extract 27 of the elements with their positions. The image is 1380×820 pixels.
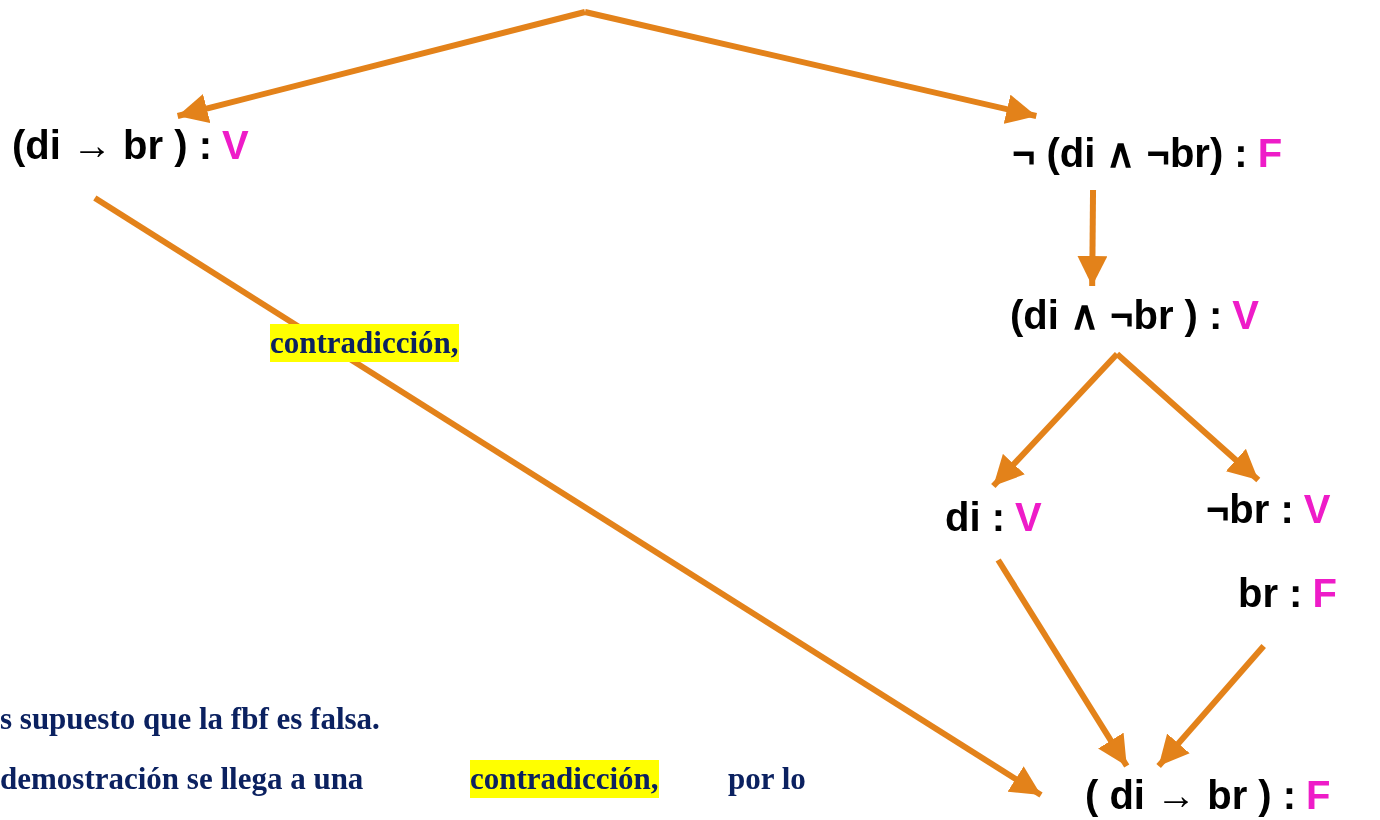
formula-text: di :	[945, 494, 1005, 540]
truth-value: F	[1306, 772, 1331, 818]
truth-value: F	[1312, 570, 1337, 616]
arrow	[1077, 189, 1108, 287]
arrow	[1115, 351, 1261, 483]
formula-text: ¬br :	[1206, 486, 1294, 532]
truth-value: V	[221, 122, 249, 168]
truth-value: V	[1015, 494, 1042, 540]
note-text: s supuesto que la fbf es falsa.	[0, 700, 380, 738]
arrow	[584, 9, 1037, 124]
formula-text: ( di → br ) :	[1085, 772, 1297, 818]
formula-text: ¬ (di ∧ ¬br) :	[1012, 130, 1248, 176]
truth-value: V	[1232, 292, 1259, 338]
formula-text: (di → br ) :	[12, 122, 212, 168]
formula-text: br :	[1238, 570, 1303, 616]
arrow	[991, 351, 1120, 489]
truth-value: F	[1257, 130, 1283, 176]
truth-value: V	[1303, 486, 1331, 532]
note-text: demostración se llega a una	[0, 760, 364, 798]
note-text: por lo	[728, 760, 806, 798]
highlighted-text: contradicción,	[470, 760, 659, 798]
arrow	[93, 195, 1043, 798]
arrow	[176, 9, 586, 124]
arrow	[995, 558, 1130, 768]
edge-label: contradicción,	[270, 324, 459, 362]
formula-text: (di ∧ ¬br ) :	[1010, 292, 1223, 338]
arrow	[1156, 644, 1266, 768]
